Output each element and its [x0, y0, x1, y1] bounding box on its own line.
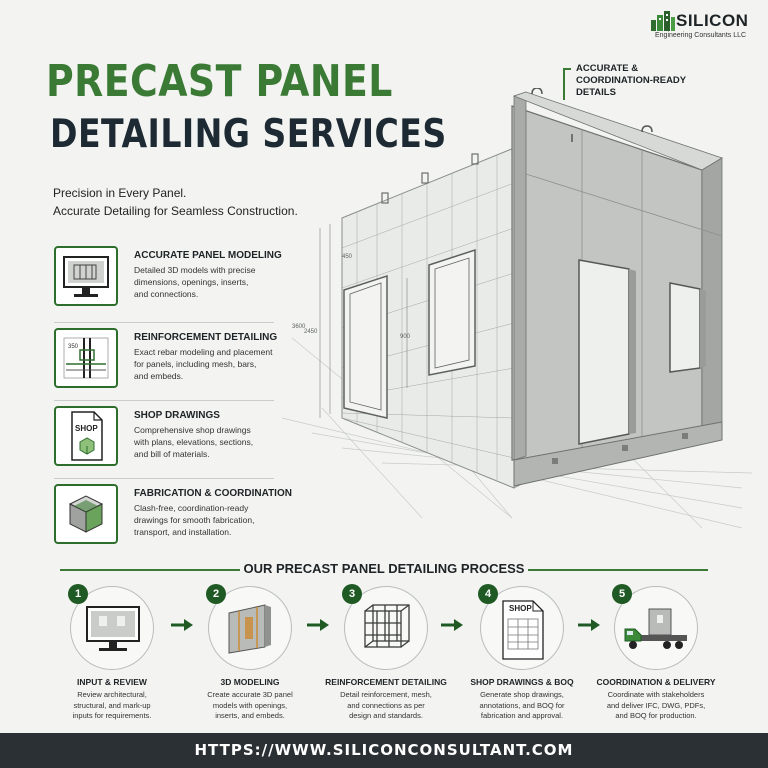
- svg-text:2450: 2450: [304, 329, 318, 335]
- company-logo[interactable]: SILICON Engineering Consultants LLC: [648, 8, 766, 42]
- step-number: 2: [206, 584, 226, 604]
- tagline: Precision in Every Panel. Accurate Detai…: [53, 184, 298, 220]
- step-number: 3: [342, 584, 362, 604]
- shop-icon-label: SHOP: [509, 604, 532, 613]
- step-description: Detail reinforcement, mesh, and connecti…: [340, 690, 432, 720]
- service-divider: [54, 400, 274, 401]
- shop-icon-label: SHOP: [75, 424, 98, 433]
- service-divider: [54, 322, 274, 323]
- step-description: Review architectural, structural, and ma…: [72, 690, 152, 720]
- callout-text: ACCURATE & COORDINATION-READY DETAILS: [576, 63, 686, 99]
- step-label: INPUT & REVIEW: [77, 677, 147, 687]
- rebar-detail-icon: 350: [54, 328, 118, 388]
- website-link[interactable]: HTTPS://WWW.SILICONCONSULTANT.COM: [194, 741, 574, 759]
- svg-text:900: 900: [400, 334, 411, 340]
- step-label: COORDINATION & DELIVERY: [596, 677, 716, 687]
- arrow-right-icon: [171, 619, 193, 631]
- service-fabrication: FABRICATION & COORDINATION Clash-free, c…: [54, 484, 292, 556]
- page-title-line2: DETAILING SERVICES: [50, 112, 447, 157]
- shop-drawing-icon: SHOP: [54, 406, 118, 466]
- service-title: SHOP DRAWINGS: [134, 410, 220, 421]
- service-shop-drawings: SHOP SHOP DRAWINGS Comprehensive shop dr…: [54, 406, 276, 478]
- callout-line2: COORDINATION-READY: [576, 75, 687, 86]
- arrow-right-icon: [578, 619, 600, 631]
- shop-drawing-icon: [502, 600, 544, 660]
- building-logo-icon: [651, 11, 675, 31]
- rebar-cage-icon: [364, 604, 410, 648]
- service-title: REINFORCEMENT DETAILING: [134, 332, 278, 343]
- box-icon: [54, 484, 118, 544]
- service-description: Clash-free, coordination-ready drawings …: [134, 503, 255, 537]
- arrow-right-icon: [307, 619, 329, 631]
- step-label: REINFORCEMENT DETAILING: [325, 677, 447, 687]
- callout-line1: ACCURATE &: [576, 63, 639, 74]
- service-title: ACCURATE PANEL MODELING: [134, 250, 282, 261]
- service-description: Exact rebar modeling and placement for p…: [134, 347, 273, 381]
- service-description: Comprehensive shop drawings with plans, …: [134, 425, 254, 459]
- step-label: SHOP DRAWINGS & BOQ: [470, 677, 574, 687]
- wireframe-panel: 3600 2450 900 450: [292, 143, 523, 489]
- step-description: Coordinate with stakeholders and deliver…: [606, 690, 706, 720]
- footer-bar: HTTPS://WWW.SILICONCONSULTANT.COM: [0, 733, 768, 768]
- step-number: 1: [68, 584, 88, 604]
- service-divider: [54, 478, 274, 479]
- step-number: 5: [612, 584, 632, 604]
- callout-line: [563, 70, 565, 100]
- logo-subtitle: Engineering Consultants LLC: [655, 32, 747, 39]
- monitor-icon: [54, 246, 118, 306]
- tagline-line1: Precision in Every Panel.: [53, 186, 187, 200]
- svg-text:3600: 3600: [292, 324, 306, 330]
- step-image-frame: SHOP: [480, 586, 564, 670]
- precast-panel-illustration: 3600 2450 900 450: [282, 88, 752, 529]
- step-description: Create accurate 3D panel models with ope…: [207, 690, 293, 720]
- service-description: Detailed 3D models with precise dimensio…: [134, 265, 256, 299]
- arrow-right-icon: [441, 619, 463, 631]
- page-title-line1: PRECAST PANEL: [46, 56, 393, 107]
- service-panel-modeling: ACCURATE PANEL MODELING Detailed 3D mode…: [54, 246, 282, 318]
- service-reinforcement: 350 REINFORCEMENT DETAILING Exact rebar …: [54, 328, 278, 400]
- process-title: OUR PRECAST PANEL DETAILING PROCESS: [243, 561, 525, 576]
- svg-text:450: 450: [342, 254, 353, 260]
- callout-marker: [563, 68, 571, 70]
- panel-model-icon: [228, 604, 271, 654]
- callout-line3: DETAILS: [576, 87, 616, 98]
- process-title-rule-right: [528, 569, 708, 571]
- process-title-rule-left: [60, 569, 240, 571]
- svg-text:350: 350: [68, 344, 79, 350]
- monitor-icon: [86, 606, 140, 651]
- step-number: 4: [478, 584, 498, 604]
- logo-name: SILICON: [676, 11, 749, 30]
- step-description: Generate shop drawings, annotations, and…: [479, 690, 565, 720]
- solid-concrete-panel: [511, 88, 723, 487]
- step-image-frame: [344, 586, 428, 670]
- tagline-line2: Accurate Detailing for Seamless Construc…: [53, 204, 298, 218]
- service-title: FABRICATION & COORDINATION: [134, 488, 292, 499]
- delivery-truck-icon: [624, 608, 687, 649]
- step-image-frame: [208, 586, 292, 670]
- step-label: 3D MODELING: [220, 677, 280, 687]
- step-image-frame: [70, 586, 154, 670]
